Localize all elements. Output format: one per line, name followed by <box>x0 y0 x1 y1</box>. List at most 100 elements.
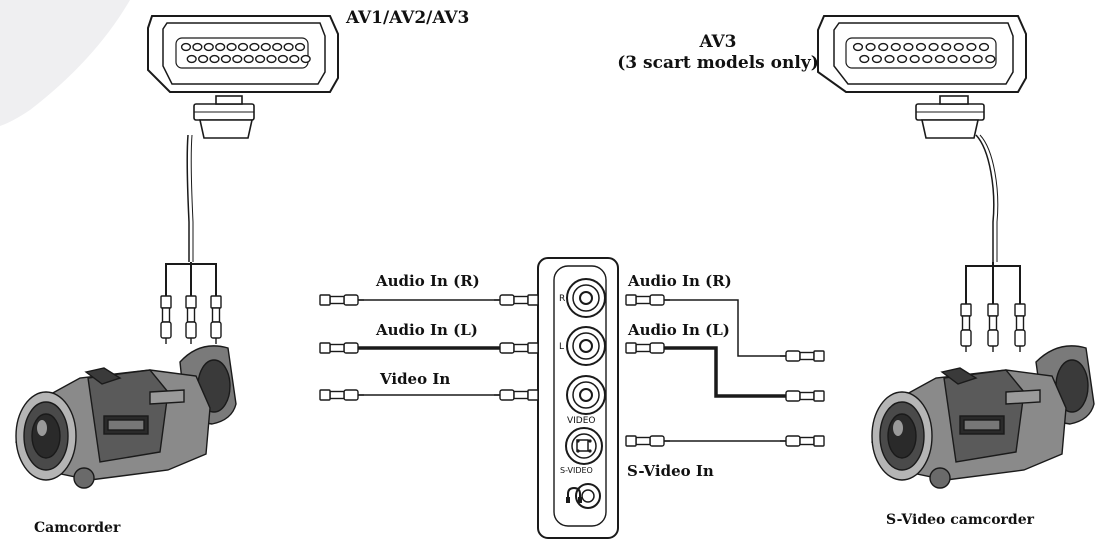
background-arc <box>0 0 130 126</box>
audio-r-label-left: Audio In (R) <box>376 272 480 290</box>
video-in-label: Video In <box>380 370 451 388</box>
scart-pin <box>243 54 254 64</box>
scart-pin <box>186 54 197 64</box>
scart-pin <box>966 42 977 52</box>
scart-left-label: AV1/AV2/AV3 <box>346 8 470 28</box>
jack-svideo <box>565 427 603 465</box>
cables-right-of-panel <box>664 299 786 442</box>
audio-r-label-right: Audio In (R) <box>628 272 732 290</box>
scart-pin <box>232 54 243 64</box>
scart-pin <box>180 42 192 52</box>
rca-plug <box>160 295 172 344</box>
scart-pin <box>909 54 920 64</box>
scart-pins-right <box>852 42 996 64</box>
rca-plug <box>494 294 539 306</box>
scart-pin <box>203 42 214 52</box>
rca-plug <box>319 342 364 354</box>
scart-pin <box>915 42 927 52</box>
scart-pin <box>871 54 883 64</box>
scart-pin <box>215 42 226 52</box>
rca-plug <box>210 295 222 344</box>
scart-pin <box>865 42 876 52</box>
scart-pin <box>283 42 294 52</box>
rca-plug <box>780 350 825 362</box>
camcorder-right <box>871 345 1095 489</box>
scart-pin <box>903 42 914 52</box>
svideo-in-label: S-Video In <box>627 462 714 480</box>
scart-pin <box>878 42 889 52</box>
scart-pin <box>890 42 901 52</box>
rca-plug <box>960 303 972 352</box>
rca-plugs-right <box>960 303 1026 352</box>
scart-pin <box>237 42 249 52</box>
scart-pins-left <box>180 42 311 64</box>
cable-right-scart <box>975 134 999 262</box>
rca-plug <box>780 435 825 447</box>
scart-socket-left <box>147 15 339 93</box>
scart-pin <box>985 54 996 64</box>
rca-plug <box>625 342 670 354</box>
scart-pin <box>289 54 300 64</box>
scart-pin <box>959 54 971 64</box>
jack-video <box>566 375 606 415</box>
rca-plug <box>494 389 539 401</box>
scart-pin <box>852 42 864 52</box>
jack-audio-r <box>566 278 606 318</box>
rca-plug <box>780 390 825 402</box>
scart-pin <box>947 54 958 64</box>
jack-svideo-label: S-VIDEO <box>560 466 593 475</box>
scart-pin <box>272 42 283 52</box>
jack-audio-l <box>566 326 606 366</box>
scart-pin <box>972 54 983 64</box>
scart-pin <box>260 42 271 52</box>
scart-pin <box>953 42 964 52</box>
scart-pin <box>249 42 260 52</box>
rca-plugs-left <box>160 295 222 344</box>
scart-pin <box>192 42 203 52</box>
scart-right-label-line2: (3 scart models only) <box>617 53 819 73</box>
scart-plug-left <box>193 95 255 139</box>
jack-r-label: R <box>559 294 565 304</box>
rca-plug <box>319 389 364 401</box>
svideo-camcorder-label: S-Video camcorder <box>886 512 1034 528</box>
cable-split-right <box>965 262 1021 304</box>
rca-plug <box>987 303 999 352</box>
scart-pin <box>266 54 277 64</box>
rca-plugs-horizontal <box>319 294 825 447</box>
scart-right-label-line1: AV3 <box>699 32 737 52</box>
scart-pin <box>300 54 311 64</box>
scart-pin <box>294 42 306 52</box>
cable-left-scart <box>186 134 194 262</box>
rca-plug <box>185 295 197 344</box>
scart-pin <box>896 54 908 64</box>
scart-pin <box>220 54 232 64</box>
scart-pin <box>978 42 990 52</box>
camcorder-left <box>15 345 237 489</box>
jack-video-label: VIDEO <box>567 416 596 426</box>
audio-l-label-right: Audio In (L) <box>628 321 730 339</box>
scart-pin <box>198 54 209 64</box>
rca-plug <box>1014 303 1026 352</box>
rca-plug <box>494 342 539 354</box>
cable-split-left <box>165 262 217 296</box>
scart-pin <box>884 54 895 64</box>
scart-pin <box>255 54 266 64</box>
cables-left-of-panel <box>358 299 500 396</box>
scart-pin <box>226 42 237 52</box>
rca-plug <box>625 435 670 447</box>
scart-socket-right <box>817 15 1027 93</box>
camcorder-label: Camcorder <box>34 520 121 536</box>
scart-pin <box>928 42 939 52</box>
rca-plug <box>625 294 670 306</box>
scart-pin <box>277 54 289 64</box>
scart-pin <box>922 54 933 64</box>
scart-pin <box>859 54 870 64</box>
scart-pin <box>941 42 952 52</box>
audio-l-label-left: Audio In (L) <box>376 321 478 339</box>
jack-headphone <box>566 483 601 509</box>
scart-plug-right <box>915 95 985 139</box>
scart-pin <box>934 54 946 64</box>
rca-plug <box>319 294 364 306</box>
